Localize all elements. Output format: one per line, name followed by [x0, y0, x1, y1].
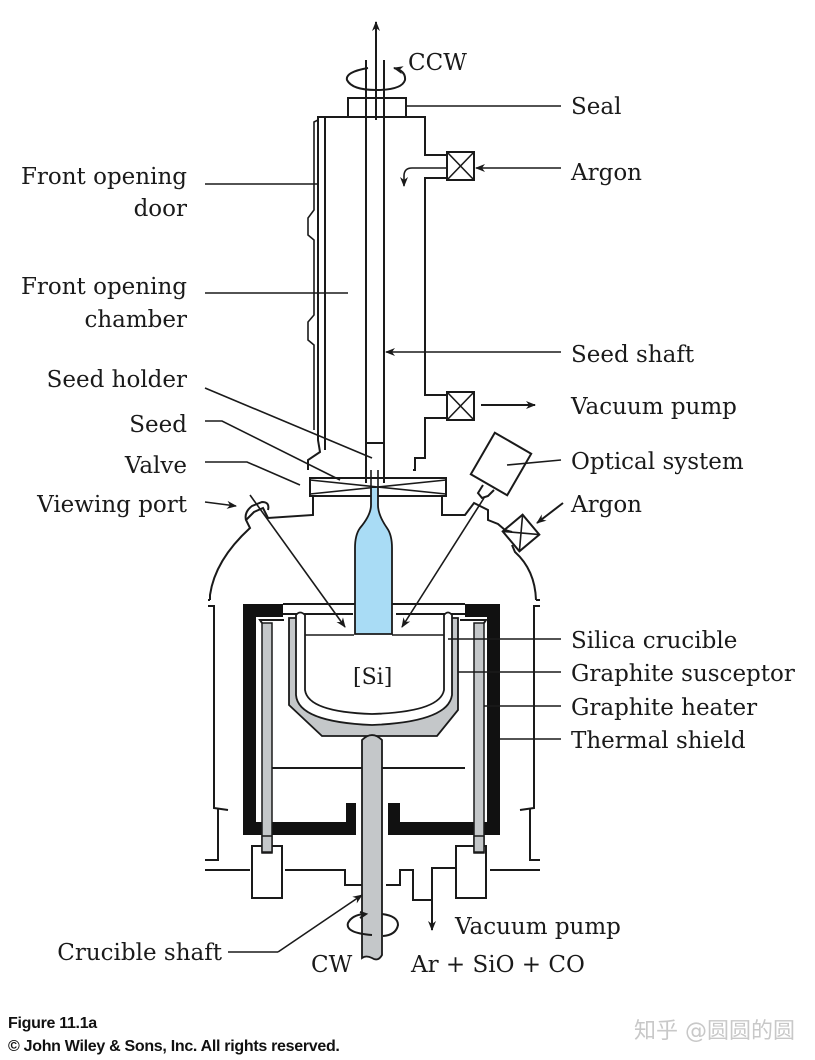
rotation-ccw-icon — [345, 66, 407, 92]
label-argon-top: Argon — [570, 160, 642, 186]
vacuum-valve-top — [446, 391, 475, 421]
watermark: 知乎 @圆圆的圆 — [634, 1019, 795, 1044]
argon-valve-top — [446, 151, 475, 181]
label-crucible-shaft: Crucible shaft — [57, 940, 222, 966]
label-front-opening-chamber-1: Front opening — [21, 274, 187, 300]
seed-shaft — [345, 21, 407, 483]
optical-sightline — [401, 497, 485, 628]
label-front-opening-door-2: door — [134, 196, 187, 222]
label-seed-holder: Seed holder — [47, 367, 187, 393]
crucible-shaft — [361, 734, 383, 961]
label-silica-crucible: Silica crucible — [571, 628, 737, 654]
label-viewing-port: Viewing port — [36, 492, 188, 518]
optical-system — [469, 431, 533, 500]
label-ccw: CCW — [408, 50, 467, 76]
rotation-cw-icon — [346, 913, 400, 937]
label-cw: CW — [311, 952, 353, 978]
argon-valve-side — [501, 513, 541, 553]
label-thermal-shield: Thermal shield — [571, 728, 746, 754]
figure-caption: Figure 11.1a © John Wiley & Sons, Inc. A… — [8, 1012, 340, 1058]
label-front-opening-chamber-2: chamber — [84, 307, 187, 333]
label-seed-shaft: Seed shaft — [571, 342, 695, 368]
graphite-heater — [251, 619, 488, 899]
label-graphite-susceptor: Graphite susceptor — [571, 661, 795, 687]
label-vacuum-pump-bottom: Vacuum pump — [454, 914, 621, 940]
silicon-melt-label: [Si] — [353, 665, 392, 690]
copyright-notice: © John Wiley & Sons, Inc. All rights res… — [8, 1038, 340, 1055]
front-opening-chamber — [307, 97, 536, 471]
furnace-body — [205, 496, 540, 901]
silica-crucible — [295, 611, 453, 726]
label-argon-side: Argon — [570, 492, 642, 518]
figure-number: Figure 11.1a — [8, 1015, 97, 1032]
silicon-crystal — [354, 488, 393, 635]
label-optical-system: Optical system — [571, 449, 744, 475]
label-seed: Seed — [129, 412, 187, 438]
czochralski-puller-diagram: [Si] CCW Seal Argon Front opening door F… — [21, 21, 795, 978]
label-seal: Seal — [571, 94, 621, 120]
label-graphite-heater: Graphite heater — [571, 695, 757, 721]
thermal-shield — [243, 604, 500, 835]
leader-lines — [204, 105, 562, 953]
label-exhaust-gases: Ar + SiO + CO — [410, 952, 585, 978]
label-valve: Valve — [124, 453, 187, 479]
label-vacuum-pump-top: Vacuum pump — [570, 394, 737, 420]
label-front-opening-door-1: Front opening — [21, 164, 187, 190]
